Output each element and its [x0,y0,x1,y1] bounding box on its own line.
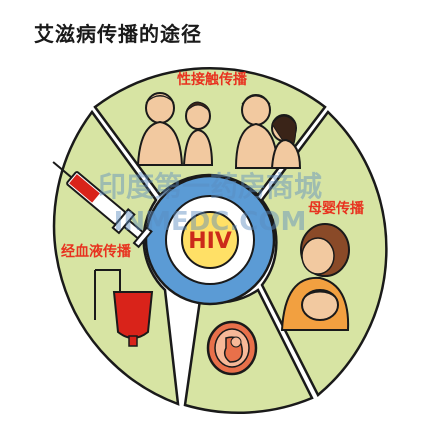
mother-nursing-baby-icon [280,223,350,331]
segment-label-mother-infant: 母婴传播 [308,200,365,217]
hiv-label: HIV [188,229,232,254]
watermark-line2: INMEDC.COM [114,207,307,237]
segment-label-sexual: 性接触传播 [177,71,248,88]
syringe-and-blood-bag-icon [52,161,154,347]
page-title: 艾滋病传播的途径 [34,22,202,46]
fetus-in-womb-icon [206,320,258,376]
hiv-center [181,211,239,269]
couples-icon [136,92,302,169]
segment-label-blood: 经血液传播 [61,243,132,260]
watermark: 印度第一药房商城 INMEDC.COM [98,170,322,237]
watermark-line1: 印度第一药房商城 [98,170,322,203]
